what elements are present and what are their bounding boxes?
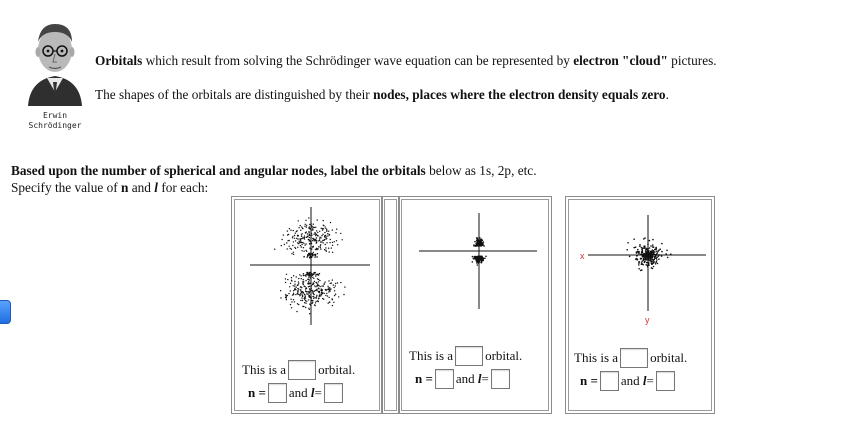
y-axis-label: y <box>645 315 650 325</box>
panel-1-orbital-input[interactable] <box>288 360 317 380</box>
orbital-cloud-1 <box>250 207 370 325</box>
question-line-2: Specify the value of n and l for each: <box>11 180 208 196</box>
panel-2-quantum-row: n = and l= <box>415 368 512 390</box>
panel-2-l-input[interactable] <box>490 369 510 389</box>
panel-2-and-label: and <box>455 371 475 386</box>
panel-3-n-label: n = <box>580 373 598 388</box>
question-n: n <box>121 180 129 195</box>
orbital-panel-1-inner <box>234 199 380 411</box>
panel-3-l-label: l <box>642 373 647 388</box>
panel-1-orbital-label: orbital. <box>318 362 356 377</box>
panel-spacer <box>381 196 400 414</box>
orbital-panel-2-inner <box>401 199 549 411</box>
panel-3-quantum-row: n = and l= <box>580 370 677 392</box>
panel-3-l-input[interactable] <box>655 371 675 391</box>
panel-3-orbital-input[interactable] <box>620 348 649 368</box>
panel-1-l-input[interactable] <box>323 383 343 403</box>
panel-1-and-label: and <box>288 385 308 400</box>
panel-2-eq: = <box>481 371 489 386</box>
intro-text-4: . <box>665 87 669 102</box>
panel-3-and-label: and <box>620 373 640 388</box>
orbital-cloud-2 <box>419 213 537 309</box>
panel-3-this-is-a: This is a <box>574 350 619 365</box>
intro-line-2: The shapes of the orbitals are distingui… <box>95 87 669 103</box>
intro-text-1: which result from solving the Schrödinge… <box>142 53 574 68</box>
panel-3-eq: = <box>646 373 654 388</box>
intro-text-3: The shapes of the orbitals are distingui… <box>95 87 374 102</box>
question-l: l <box>154 180 158 195</box>
caption-first-name: Erwin <box>42 111 68 120</box>
orbital-panel-1: This is a orbital. n = and l= <box>231 196 383 414</box>
panel-3-orbital-row: This is a orbital. <box>574 347 687 369</box>
panel-1-this-is-a: This is a <box>242 362 287 377</box>
question-line-1: Based upon the number of spherical and a… <box>11 163 537 179</box>
panel-1-l-label: l <box>310 385 315 400</box>
question-bold: Based upon the number of spherical and a… <box>11 163 426 178</box>
panel-3-orbital-label: orbital. <box>650 350 688 365</box>
orbital-panel-3: x y This is a orbital. n = and l= <box>565 196 715 414</box>
intro-text-2: pictures. <box>667 53 717 68</box>
panel-1-n-label: n = <box>248 385 266 400</box>
schrodinger-portrait <box>22 14 88 106</box>
orbital-cloud-3: x y <box>580 215 706 325</box>
portrait-caption: Erwin Schrödinger <box>22 111 88 131</box>
orbital-panel-3-inner <box>568 199 712 411</box>
panel-2-orbital-input[interactable] <box>455 346 484 366</box>
panel-1-eq: = <box>314 385 322 400</box>
panel-1-orbital-row: This is a orbital. <box>242 359 355 381</box>
question-text-c: for each: <box>158 180 209 195</box>
x-axis-label: x <box>580 251 585 261</box>
panel-spacer-inner <box>384 199 397 411</box>
panel-2-l-label: l <box>477 371 482 386</box>
question-rest: below as 1s, 2p, etc. <box>425 163 537 178</box>
side-tab-button[interactable] <box>0 300 11 324</box>
intro-line-1: Orbitals which result from solving the S… <box>95 53 717 69</box>
caption-last-name: Schrödinger <box>28 121 82 130</box>
intro-orbitals: Orbitals <box>95 53 143 68</box>
panel-2-n-label: n = <box>415 371 433 386</box>
panel-2-n-input[interactable] <box>434 369 454 389</box>
panel-1-quantum-row: n = and l= <box>248 382 345 404</box>
panel-3-n-input[interactable] <box>599 371 619 391</box>
panel-2-orbital-label: orbital. <box>485 348 523 363</box>
intro-nodes: nodes, places where the electron density… <box>373 87 666 102</box>
question-text-b: and <box>128 180 155 195</box>
intro-electron-cloud: electron "cloud" <box>573 53 668 68</box>
panel-2-orbital-row: This is a orbital. <box>409 345 522 367</box>
orbital-panel-2: This is a orbital. n = and l= <box>398 196 552 414</box>
panel-2-this-is-a: This is a <box>409 348 454 363</box>
question-text-a: Specify the value of <box>11 180 122 195</box>
panel-1-n-input[interactable] <box>267 383 287 403</box>
